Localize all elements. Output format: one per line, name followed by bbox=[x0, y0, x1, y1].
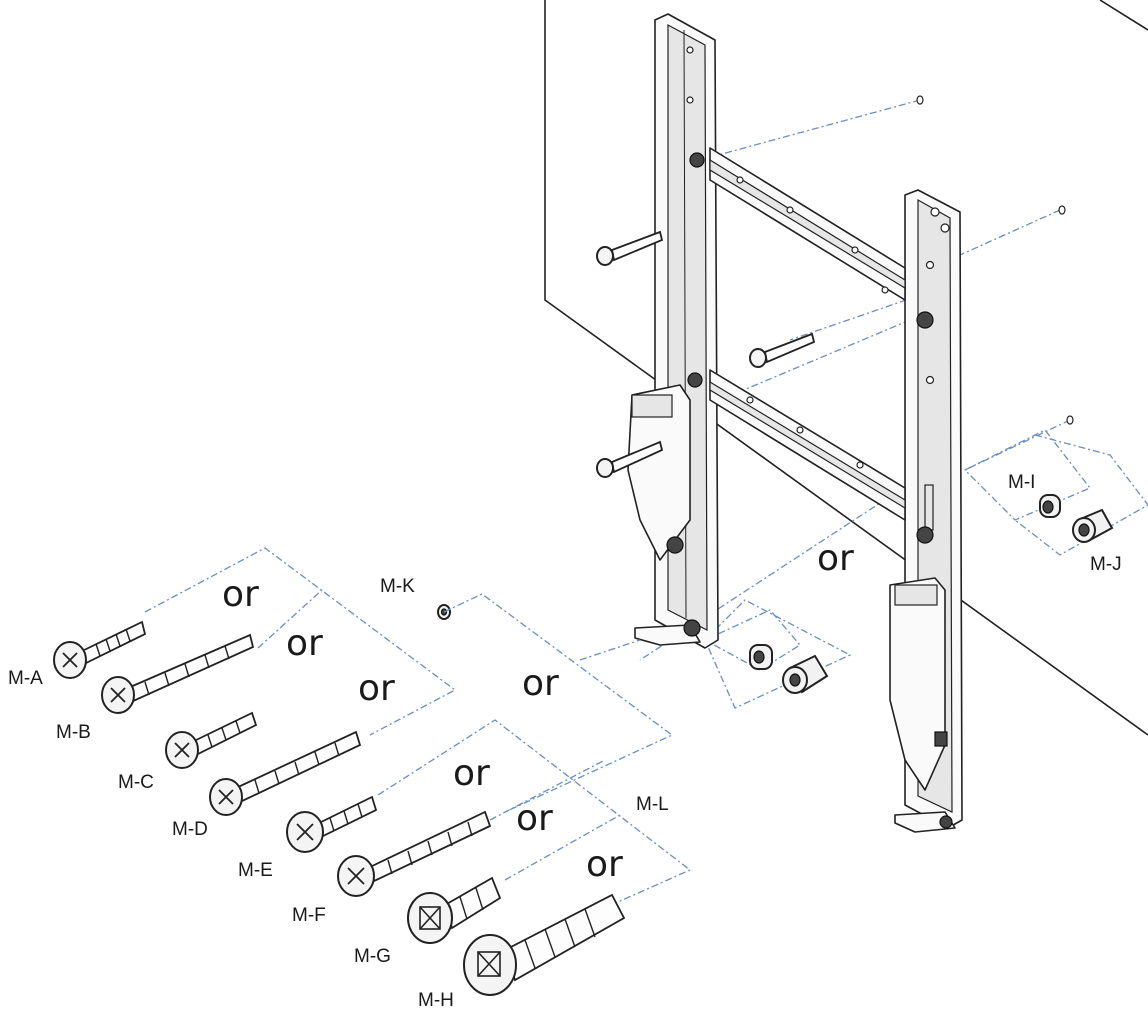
label-ma: M-A bbox=[8, 668, 43, 689]
cross-bars bbox=[709, 147, 906, 521]
screw-me bbox=[286, 795, 378, 853]
label-mc: M-C bbox=[118, 772, 154, 793]
label-mi: M-I bbox=[1008, 472, 1035, 493]
screw-md bbox=[209, 730, 362, 816]
screw-mg bbox=[407, 876, 502, 944]
spacer-small-center bbox=[749, 644, 773, 670]
screw-leader-lines bbox=[144, 547, 692, 911]
right-bracket bbox=[889, 189, 963, 833]
bracket-bolt-top bbox=[596, 230, 664, 266]
or-label-ab: or bbox=[222, 574, 259, 615]
label-mh: M-H bbox=[418, 990, 454, 1011]
spacer-large-right bbox=[1072, 508, 1114, 543]
left-bracket bbox=[627, 13, 719, 649]
spacer-small-right bbox=[1039, 494, 1061, 518]
screw-mh bbox=[463, 893, 626, 996]
spacer-leader-lines-right bbox=[963, 429, 1148, 556]
wall-anchor-points bbox=[916, 95, 1074, 425]
or-label-ef: or bbox=[453, 753, 490, 794]
or-label-bc: or bbox=[286, 623, 323, 664]
label-mk: M-K bbox=[380, 576, 415, 597]
label-md: M-D bbox=[172, 819, 208, 840]
label-mg: M-G bbox=[354, 946, 391, 967]
spacer-leader-lines-center bbox=[703, 599, 852, 709]
label-ml: M-L bbox=[636, 794, 669, 815]
bracket-bolt-middle bbox=[749, 332, 816, 368]
screw-mc bbox=[165, 711, 258, 769]
screw-mf bbox=[337, 810, 492, 897]
label-mb: M-B bbox=[56, 722, 91, 743]
or-label-k-l: or bbox=[522, 663, 559, 704]
label-mf: M-F bbox=[292, 905, 326, 926]
or-label-spacers: or bbox=[817, 538, 854, 579]
or-label-gh: or bbox=[586, 844, 623, 885]
label-mj: M-J bbox=[1090, 554, 1122, 575]
wall-outline bbox=[544, 0, 1148, 736]
bracket-bolt-bottom bbox=[596, 440, 664, 478]
spacer-large-center bbox=[782, 654, 829, 694]
label-me: M-E bbox=[238, 860, 273, 881]
wall-top-edge bbox=[1099, 0, 1148, 31]
or-label-fg: or bbox=[516, 798, 553, 839]
or-label-cd: or bbox=[358, 668, 395, 709]
screw-mb bbox=[101, 633, 255, 714]
screw-ma bbox=[53, 620, 147, 679]
